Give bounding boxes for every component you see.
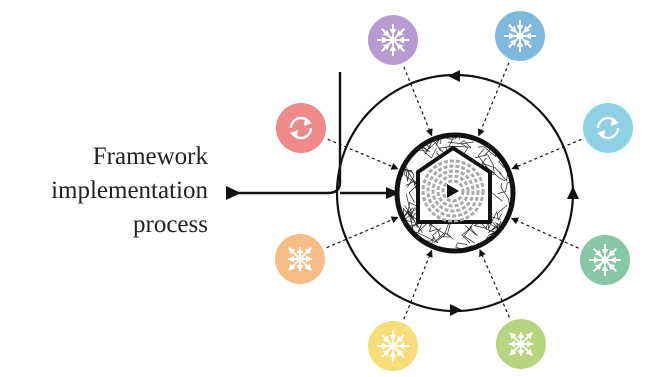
orange-outward-arrows-node <box>275 234 325 284</box>
red-cycle-node <box>276 103 326 153</box>
dashed-connector-1 <box>403 66 433 137</box>
dashed-connector-4 <box>510 217 579 249</box>
core-arrowhead <box>386 187 400 199</box>
inward-arrows-icon <box>504 20 536 52</box>
inward-arrows-icon <box>589 244 621 276</box>
inward-arrows-icon <box>377 24 409 56</box>
blue-inward-arrows-node <box>495 11 545 61</box>
house-icon <box>416 146 492 224</box>
dashed-connector-8 <box>327 138 399 170</box>
dashed-connector-5 <box>479 249 510 318</box>
label-line-3: process <box>133 211 208 238</box>
outward-arrows-icon <box>287 246 313 272</box>
cycle-arrows-icon <box>596 116 620 140</box>
input-arrowhead <box>226 186 241 200</box>
teal-inward-arrows-node <box>580 235 630 285</box>
ring-arrowhead-bottom <box>450 304 462 316</box>
green-outward-arrows-node <box>496 319 546 369</box>
dashed-connector-3 <box>511 138 582 170</box>
cyan-cycle-node <box>583 103 633 153</box>
ring-arrowhead-top <box>448 70 460 82</box>
yellow-inward-arrows-node <box>368 321 418 371</box>
dashed-connector-2 <box>477 62 510 137</box>
dashed-connector-6 <box>403 249 433 320</box>
input-arrow-line <box>234 72 342 195</box>
ring-arrowhead-right <box>567 186 579 199</box>
category-nodes <box>275 11 633 371</box>
cycle-arrows-icon <box>289 116 313 140</box>
play-icon <box>447 184 459 198</box>
outward-arrows-icon <box>508 331 534 357</box>
label-line-2: implementation <box>51 177 208 204</box>
dashed-connector-7 <box>326 216 399 249</box>
inward-arrows-icon <box>377 330 409 362</box>
purple-inward-arrows-node <box>368 15 418 65</box>
label-line-1: Framework <box>92 143 208 170</box>
